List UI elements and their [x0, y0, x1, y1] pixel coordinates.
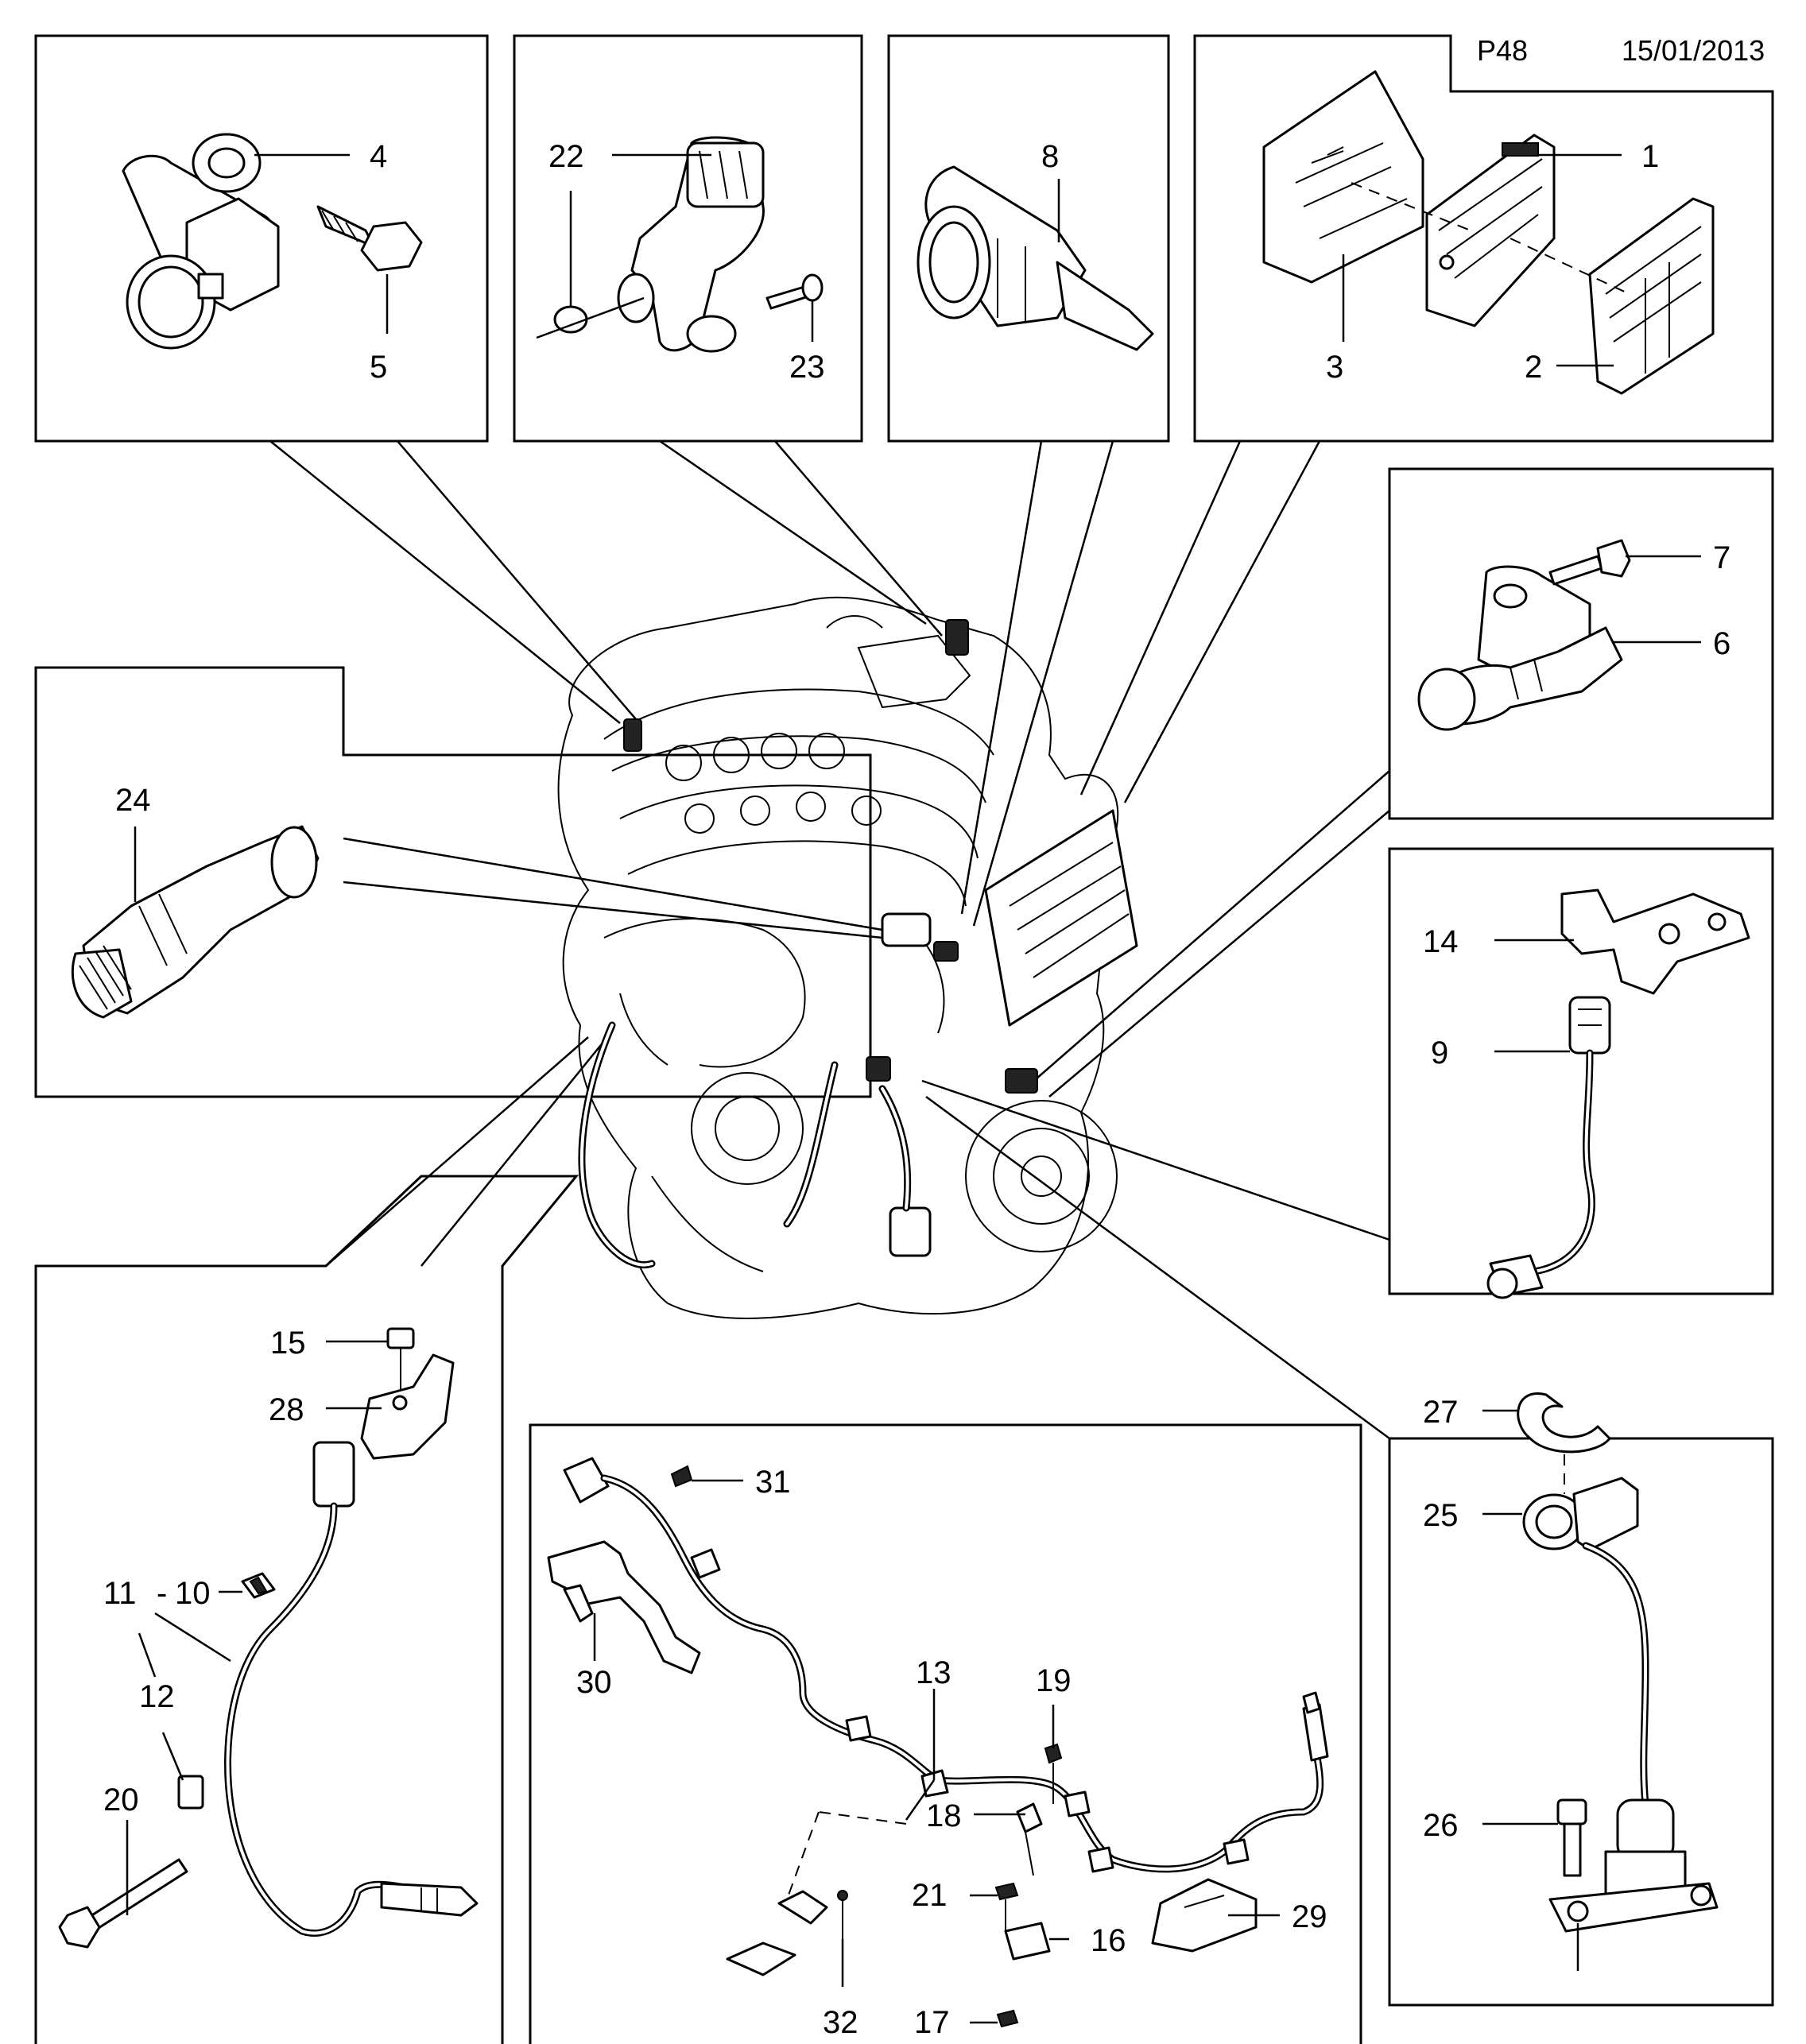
harness-bracket-16 [1004, 1922, 1051, 1961]
knock-sensor-harness [224, 1441, 479, 1938]
callout-31: 31 [755, 1465, 791, 1500]
camshaft-position-sensor [1417, 565, 1623, 731]
callout-5: 5 [370, 350, 387, 385]
callout-17: 17 [914, 2005, 950, 2040]
panel-o2-sensor [1388, 847, 1774, 1295]
callout-32: 32 [823, 2005, 858, 2040]
harness-screw-19 [1044, 1743, 1063, 1804]
callout-27: 27 [1423, 1395, 1459, 1430]
panel-temp-sensor [887, 34, 1170, 443]
panel-pointer-lines [269, 439, 1390, 1440]
callout-20: 20 [103, 1783, 139, 1818]
engine-control-unit [1425, 134, 1556, 327]
callout-13: 13 [916, 1655, 951, 1690]
callout-11: 11 [103, 1576, 137, 1611]
harness-bracket [360, 1353, 455, 1460]
mount-bracket-left [726, 1890, 828, 1976]
callout-29: 29 [1292, 1899, 1327, 1934]
harness-support-bracket [547, 1540, 701, 1674]
sensor-bracket [1560, 888, 1750, 995]
cam-sensor-bolt [1548, 539, 1631, 586]
callout-30: 30 [576, 1665, 612, 1700]
callout-24: 24 [115, 783, 151, 818]
engine-assembly [557, 596, 1138, 1319]
harness-nut-17 [996, 2009, 1019, 2028]
retaining-clip [1517, 1392, 1611, 1454]
ecu-bracket [1588, 197, 1715, 395]
map-sensor-screw [765, 273, 824, 310]
coolant-temperature-sensor [917, 165, 1154, 351]
callout-1: 1 [1641, 139, 1659, 174]
harness-bolt-top [386, 1327, 415, 1399]
callout-6: 6 [1713, 626, 1730, 661]
oil-pressure-switch [71, 825, 320, 1019]
crank-sensor-bolt [316, 205, 423, 272]
crankshaft-position-sensor [122, 133, 280, 350]
callout-10: 10 [175, 1576, 211, 1611]
callout-8: 8 [1041, 139, 1059, 174]
o2-sensor-harness [1486, 996, 1611, 1299]
oil-level-bolt [1556, 1798, 1587, 1877]
callout-25: 25 [1423, 1498, 1459, 1533]
panel-cam-sensor [1388, 467, 1774, 820]
callout-9: 9 [1431, 1036, 1448, 1070]
callout-18: 18 [926, 1798, 962, 1833]
small-screw [837, 1890, 848, 1939]
mount-bracket-right [1151, 1878, 1258, 1953]
callout-4: 4 [370, 139, 387, 174]
callout-23: 23 [789, 350, 825, 385]
page-code: P48 [1477, 34, 1528, 67]
panel-oil-pressure [34, 666, 872, 1098]
callout-14: 14 [1423, 924, 1459, 959]
harness-screw-top [670, 1465, 693, 1488]
callout-21: 21 [912, 1878, 948, 1913]
panel-crank-sensor [34, 34, 489, 443]
separator-dash: - [157, 1576, 167, 1611]
panel-egr-harness [529, 1423, 1362, 2044]
harness-retainer [177, 1775, 204, 1810]
callout-16: 16 [1091, 1923, 1126, 1958]
bracket-clip [1016, 1802, 1043, 1876]
callout-15: 15 [270, 1326, 306, 1361]
page-date: 15/01/2013 [1622, 34, 1765, 67]
callout-19: 19 [1036, 1663, 1072, 1698]
callout-12: 12 [139, 1679, 175, 1714]
callout-22: 22 [548, 139, 584, 174]
harness-bolt-21 [994, 1882, 1019, 1931]
harness-clip [241, 1572, 276, 1599]
callout-26: 26 [1423, 1808, 1459, 1843]
callout-28: 28 [269, 1392, 304, 1427]
exhaust-temp-harness [563, 1457, 1329, 1873]
panel-ecu [1193, 34, 1774, 443]
callout-7: 7 [1713, 540, 1730, 575]
oil-level-sensor [1522, 1477, 1719, 1933]
ecu-cover-plate [1262, 70, 1424, 284]
callout-2: 2 [1525, 350, 1542, 385]
long-bolt [58, 1858, 188, 1949]
callout-3: 3 [1326, 350, 1343, 385]
map-sensor [617, 136, 765, 353]
panel-map-sensor [513, 34, 863, 443]
